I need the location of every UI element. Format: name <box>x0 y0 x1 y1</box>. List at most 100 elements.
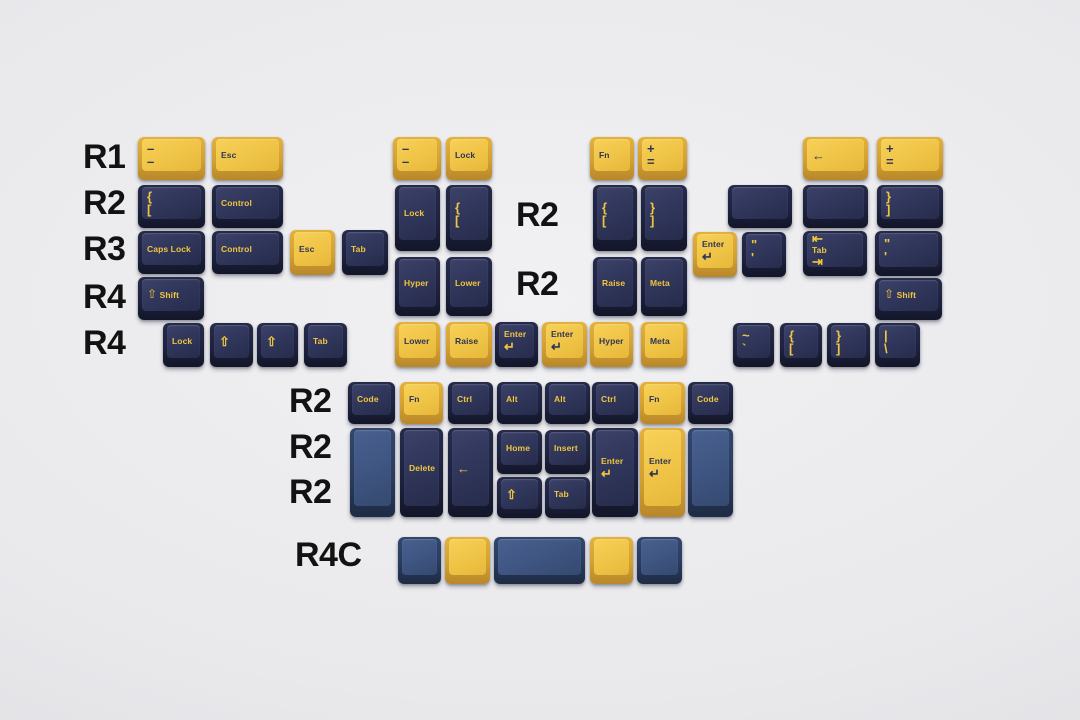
keycap-brace-bracket-close: }] <box>827 323 870 367</box>
keycap-legend: Tab <box>313 336 328 347</box>
keycap-legend: Esc <box>299 243 315 254</box>
keycap-insert: Insert <box>545 430 590 474</box>
keycap-legend: Enter↵ <box>601 456 624 481</box>
keycap-quote: "' <box>875 231 942 276</box>
keycap-shift-arrow: ⇧ <box>257 323 298 367</box>
keycap-legend: }] <box>836 327 842 356</box>
keycap-enter: Enter↵ <box>495 322 538 367</box>
keycap-legend: }] <box>886 189 892 217</box>
keycap-dash-dash: –– <box>138 137 205 180</box>
keycap-enter: Enter↵ <box>542 322 587 367</box>
row-label-r3: R3 <box>83 230 126 268</box>
keycap-legend: {[ <box>602 199 608 228</box>
keycap-raise: Raise <box>593 257 637 316</box>
keycap-blank-tall <box>350 428 395 517</box>
keycap-legend: {[ <box>147 189 153 217</box>
keycap-alt: Alt <box>545 382 590 424</box>
row-label-r4c: R4C <box>295 536 362 574</box>
keycap-legend: += <box>886 141 894 169</box>
row-label-r2: R2 <box>289 382 332 420</box>
row-label-r2: R2 <box>289 428 332 466</box>
keycap-backspace-arrow: ← <box>803 137 868 180</box>
keycap-tab-bidirectional: ⇤Tab⇥ <box>803 231 867 276</box>
keycap-lock: Lock <box>446 137 492 180</box>
keycap-legend: Meta <box>650 277 670 288</box>
keycap-tilde-grave: ~` <box>733 323 774 367</box>
keycap-brace-bracket: {[ <box>446 185 492 251</box>
keycap-legend: Ctrl <box>601 394 617 405</box>
keycap-legend: Caps Lock <box>147 243 191 254</box>
keycap-alt: Alt <box>497 382 542 424</box>
keycap-shift-arrow: ⇧ <box>497 477 542 518</box>
keycap-legend: "' <box>751 237 758 265</box>
row-label-r4: R4 <box>83 324 126 362</box>
keycap-legend: Fn <box>409 394 420 405</box>
keycap-legend: ⇧ <box>219 334 230 349</box>
keycap-left-arrow: ← <box>448 428 493 517</box>
keycap-legend: Esc <box>221 149 237 160</box>
keycap-blank <box>398 537 441 584</box>
keycap-esc: Esc <box>290 230 335 275</box>
keycap-legend: Lock <box>404 208 425 219</box>
keycap-lock: Lock <box>395 185 440 251</box>
keycap-meta: Meta <box>641 322 687 367</box>
keycap-legend: Lower <box>404 335 430 346</box>
keycap-blank-tall <box>688 428 733 517</box>
keycap-legend: ⇧ <box>266 334 277 349</box>
keycap-blank <box>637 537 682 584</box>
keycap-legend: Hyper <box>599 335 624 346</box>
keycap-pipe-backslash: |\ <box>875 323 920 367</box>
keycap-raise: Raise <box>446 322 492 367</box>
keycap-legend: "' <box>884 236 891 264</box>
keycap-legend: ← <box>812 147 826 163</box>
keycap-legend: ⇤Tab⇥ <box>812 230 827 270</box>
keycap-home: Home <box>497 430 542 474</box>
keycap-enter: Enter↵ <box>592 428 638 517</box>
keycap-legend: {[ <box>789 327 795 356</box>
keycap-meta: Meta <box>641 257 687 316</box>
keycap-brace-bracket: {[ <box>138 185 205 228</box>
keycap-legend: Enter↵ <box>649 456 672 481</box>
keycap-code: Code <box>688 382 733 424</box>
keycap-legend: –– <box>402 141 410 169</box>
keycap-legend: ⇧ Shift <box>884 287 917 302</box>
keycap-brace-bracket-close: }] <box>641 185 687 251</box>
keycap-lock: Lock <box>163 323 204 367</box>
keycap-legend: ⇧ <box>506 486 517 502</box>
keycap-legend: Lock <box>455 149 476 160</box>
keycap-lower: Lower <box>395 322 440 367</box>
keycap-blank <box>590 537 633 584</box>
keycap-legend: –– <box>147 141 155 169</box>
keycap-legend: Hyper <box>404 277 429 288</box>
keycap-quote: "' <box>742 232 786 277</box>
keycap-legend: ⇧ Shift <box>147 286 180 301</box>
keycap-legend: }] <box>650 199 656 228</box>
keycap-plus-equals: += <box>877 137 943 180</box>
keycap-legend: Delete <box>409 462 436 473</box>
keycap-control: Control <box>212 185 283 228</box>
keycap-caps-lock: Caps Lock <box>138 231 205 274</box>
keycap-hyper: Hyper <box>395 257 440 316</box>
row-label-r2: R2 <box>289 473 332 511</box>
keycap-brace-bracket-close: }] <box>877 185 943 228</box>
keycap-control: Control <box>212 231 283 274</box>
keycap-legend: ~` <box>742 327 750 356</box>
keycap-brace-bracket: {[ <box>780 323 822 367</box>
keycap-hyper: Hyper <box>590 322 633 367</box>
keycap-tab: Tab <box>545 477 590 518</box>
row-label-r2: R2 <box>516 196 559 234</box>
keycap-ctrl: Ctrl <box>592 382 638 424</box>
keycap-fn: Fn <box>640 382 685 424</box>
keycap-tab: Tab <box>304 323 347 367</box>
keycap-esc: Esc <box>212 137 283 180</box>
keycap-dash-dash: –– <box>393 137 441 180</box>
keycap-legend: Alt <box>554 394 566 405</box>
keycap-code: Code <box>348 382 395 424</box>
keycap-spacebar <box>494 537 585 584</box>
keycap-legend: Tab <box>554 488 569 499</box>
keycap-legend: Enter↵ <box>551 329 574 354</box>
keycap-shift: ⇧ Shift <box>875 278 942 320</box>
keycap-ctrl: Ctrl <box>448 382 493 424</box>
row-label-r2: R2 <box>516 265 559 303</box>
